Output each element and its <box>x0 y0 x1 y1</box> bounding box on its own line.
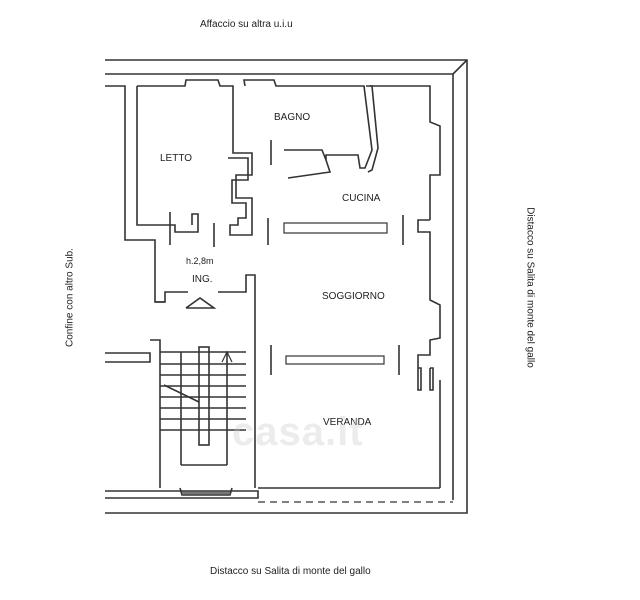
room-letto-walls <box>136 79 253 236</box>
room-label-letto: LETTO <box>160 153 193 164</box>
room-label-bagno: BAGNO <box>274 112 311 123</box>
room-ingresso-walls <box>155 274 256 488</box>
room-label-veranda: VERANDA <box>323 417 372 428</box>
ceiling-height-label: h.2,8m <box>186 256 214 266</box>
partition-soggiorno-veranda <box>270 345 434 391</box>
annotation-top: Affaccio su altra u.i.u <box>200 19 293 30</box>
annotation-left: Confine con altro Sub. <box>64 248 76 347</box>
room-bagno-walls <box>243 79 441 220</box>
partition-cucina-soggiorno <box>169 212 441 368</box>
annotation-right: Distacco su Salita di monte del gallo <box>524 207 536 368</box>
room-label-ingresso: ING. <box>192 274 213 285</box>
annotation-bottom: Distacco su Salita di monte del gallo <box>210 566 371 577</box>
room-label-cucina: CUCINA <box>342 193 381 204</box>
outer-walls <box>105 59 468 514</box>
room-label-soggiorno: SOGGIORNO <box>322 291 385 302</box>
staircase <box>150 339 246 496</box>
watermark-logo: casa.it <box>232 410 364 454</box>
